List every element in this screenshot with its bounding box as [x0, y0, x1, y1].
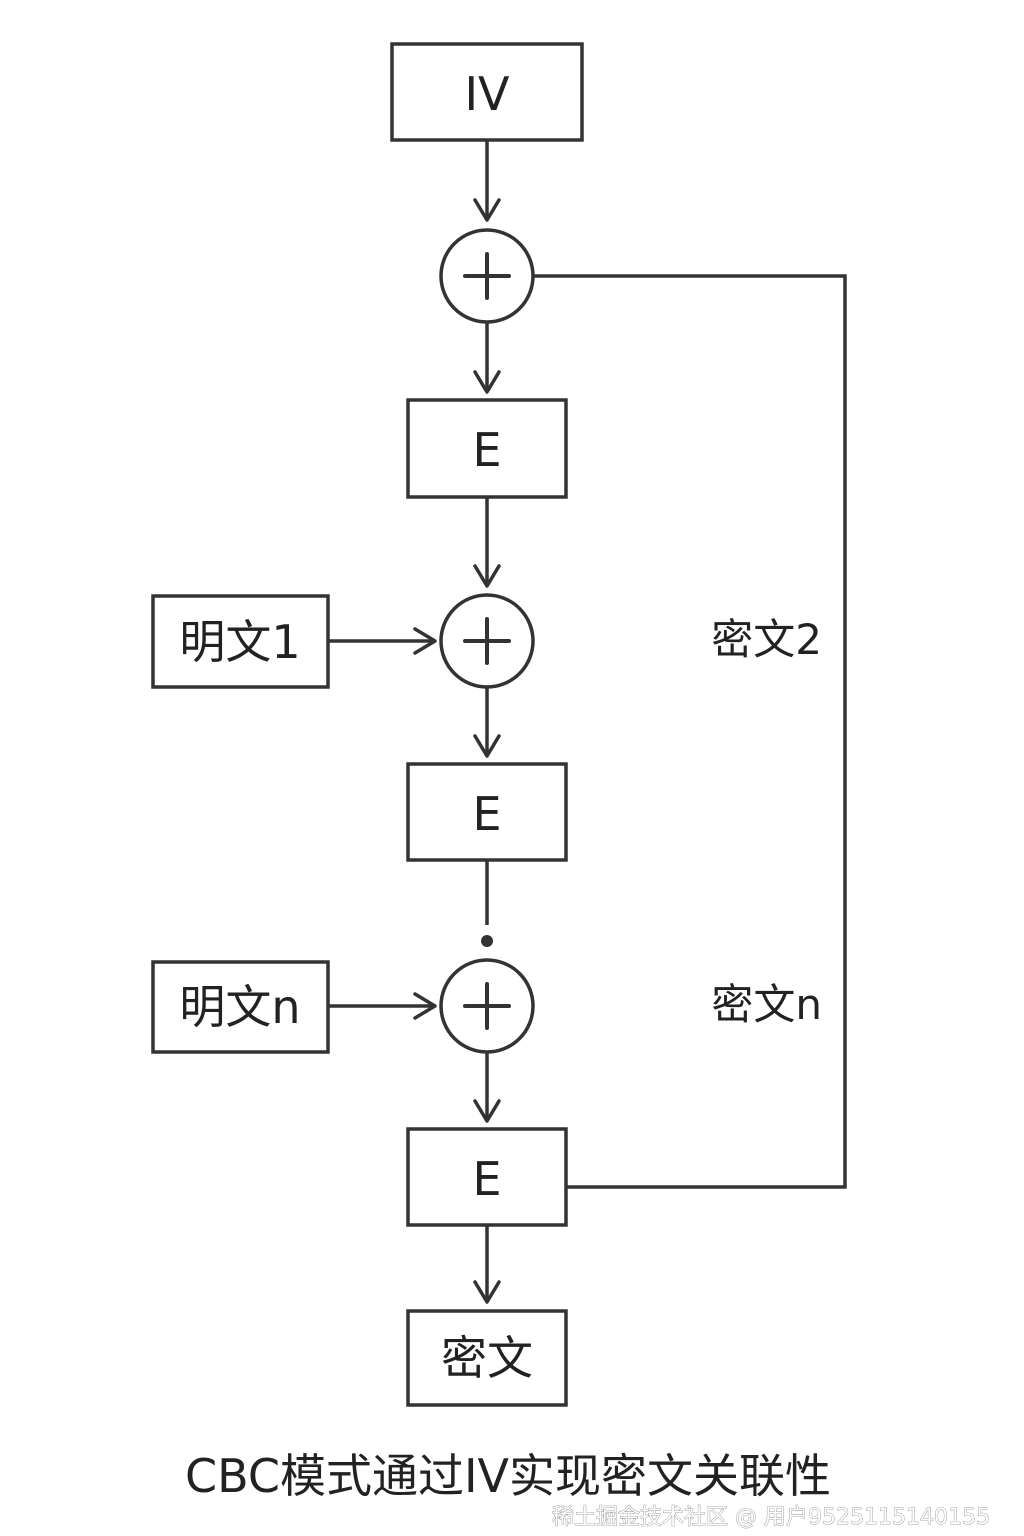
- encrypt-block-3: E: [406, 1127, 568, 1227]
- ciphertext-label: 密文: [441, 1331, 533, 1385]
- plaintext-label-n: 明文n: [179, 980, 300, 1034]
- arrow-e1-to-xor2: [473, 497, 501, 588]
- arrow-right-icon: [413, 992, 437, 1020]
- arrow-right-icon: [413, 627, 437, 655]
- feedback-label-ciphertext-2: 密文2: [711, 615, 822, 664]
- arrow-pn-to-xor3: [328, 992, 437, 1020]
- arrow-down-icon: [473, 734, 501, 758]
- encrypt-block-2: E: [406, 762, 568, 862]
- encrypt-label-2: E: [472, 787, 501, 841]
- arrow-xor2-to-e2: [473, 687, 501, 758]
- arrow-p1-to-xor2: [328, 627, 437, 655]
- iv-node: IV: [390, 42, 584, 142]
- plaintext-label-1: 明文1: [179, 615, 300, 669]
- xor-node-1: [439, 228, 535, 324]
- ellipsis-connector: [481, 860, 493, 947]
- xor-node-2: [439, 593, 535, 689]
- ellipsis-dot: [481, 935, 493, 947]
- watermark: 稀土掘金技术社区 @ 用户9525115140155: [552, 1505, 990, 1530]
- arrow-down-icon: [473, 1099, 501, 1123]
- arrow-xor3-to-e3: [473, 1052, 501, 1123]
- iv-label: IV: [464, 67, 510, 121]
- plaintext-node-n: 明文n: [151, 960, 330, 1054]
- diagram-caption: CBC模式通过IV实现密文关联性: [185, 1449, 831, 1503]
- ciphertext-node: 密文: [406, 1309, 568, 1407]
- arrow-down-icon: [473, 370, 501, 394]
- arrow-down-icon: [473, 1280, 501, 1304]
- arrow-down-icon: [473, 198, 501, 222]
- arrow-iv-to-xor1: [473, 140, 501, 222]
- arrow-e3-to-ciphertext: [473, 1225, 501, 1304]
- feedback-loop: [533, 274, 847, 1189]
- arrow-xor1-to-e1: [473, 322, 501, 394]
- xor-node-3: [439, 958, 535, 1054]
- encrypt-label-1: E: [472, 423, 501, 477]
- feedback-label-ciphertext-n: 密文n: [711, 980, 822, 1029]
- encrypt-label-3: E: [472, 1152, 501, 1206]
- plaintext-node-1: 明文1: [151, 594, 330, 689]
- encrypt-block-1: E: [406, 398, 568, 499]
- arrow-down-icon: [473, 564, 501, 588]
